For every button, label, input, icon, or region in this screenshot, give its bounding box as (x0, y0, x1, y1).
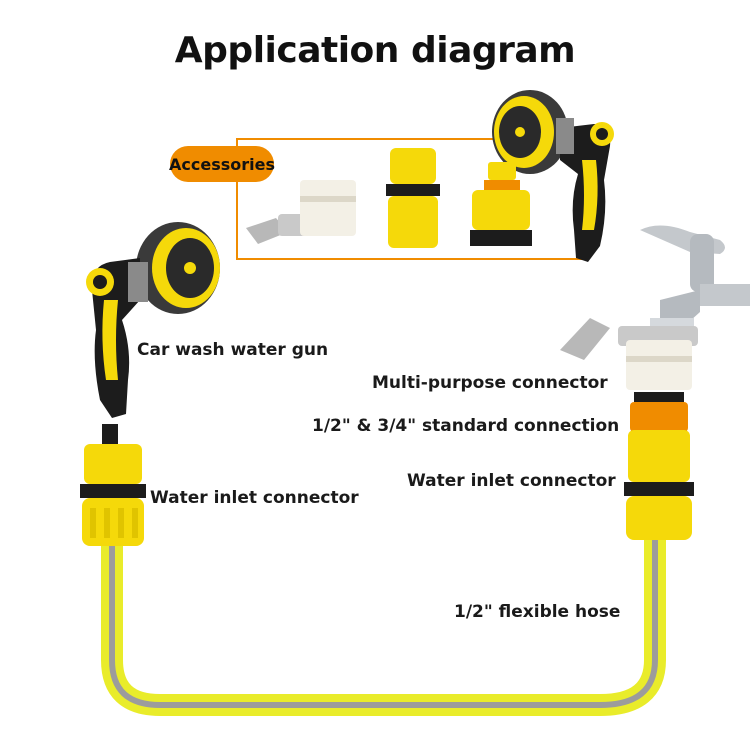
label-hose: 1/2" flexible hose (454, 602, 621, 622)
label-multi-purpose: Multi-purpose connector (372, 373, 608, 393)
hose-clamp-icon (246, 180, 356, 244)
label-inlet-right: Water inlet connector (407, 471, 616, 491)
tap-adapter-icon (470, 162, 532, 246)
standard-connection-adapter (630, 392, 688, 432)
quick-connector-icon (624, 430, 694, 540)
label-inlet-left: Water inlet connector (150, 488, 359, 508)
multi-purpose-connector (560, 318, 698, 390)
spray-gun-icon (86, 222, 220, 418)
flexible-hose (101, 509, 666, 716)
accessories-badge: Accessories (169, 146, 275, 182)
label-car-wash-gun: Car wash water gun (137, 340, 329, 360)
faucet-icon (640, 225, 750, 336)
quick-connector-icon (80, 424, 146, 546)
diagram-title: Application diagram (174, 30, 576, 71)
label-standard-connection: 1/2" & 3/4" standard connection (312, 416, 620, 436)
quick-connector-icon (386, 148, 440, 248)
spray-gun-icon (492, 90, 614, 262)
